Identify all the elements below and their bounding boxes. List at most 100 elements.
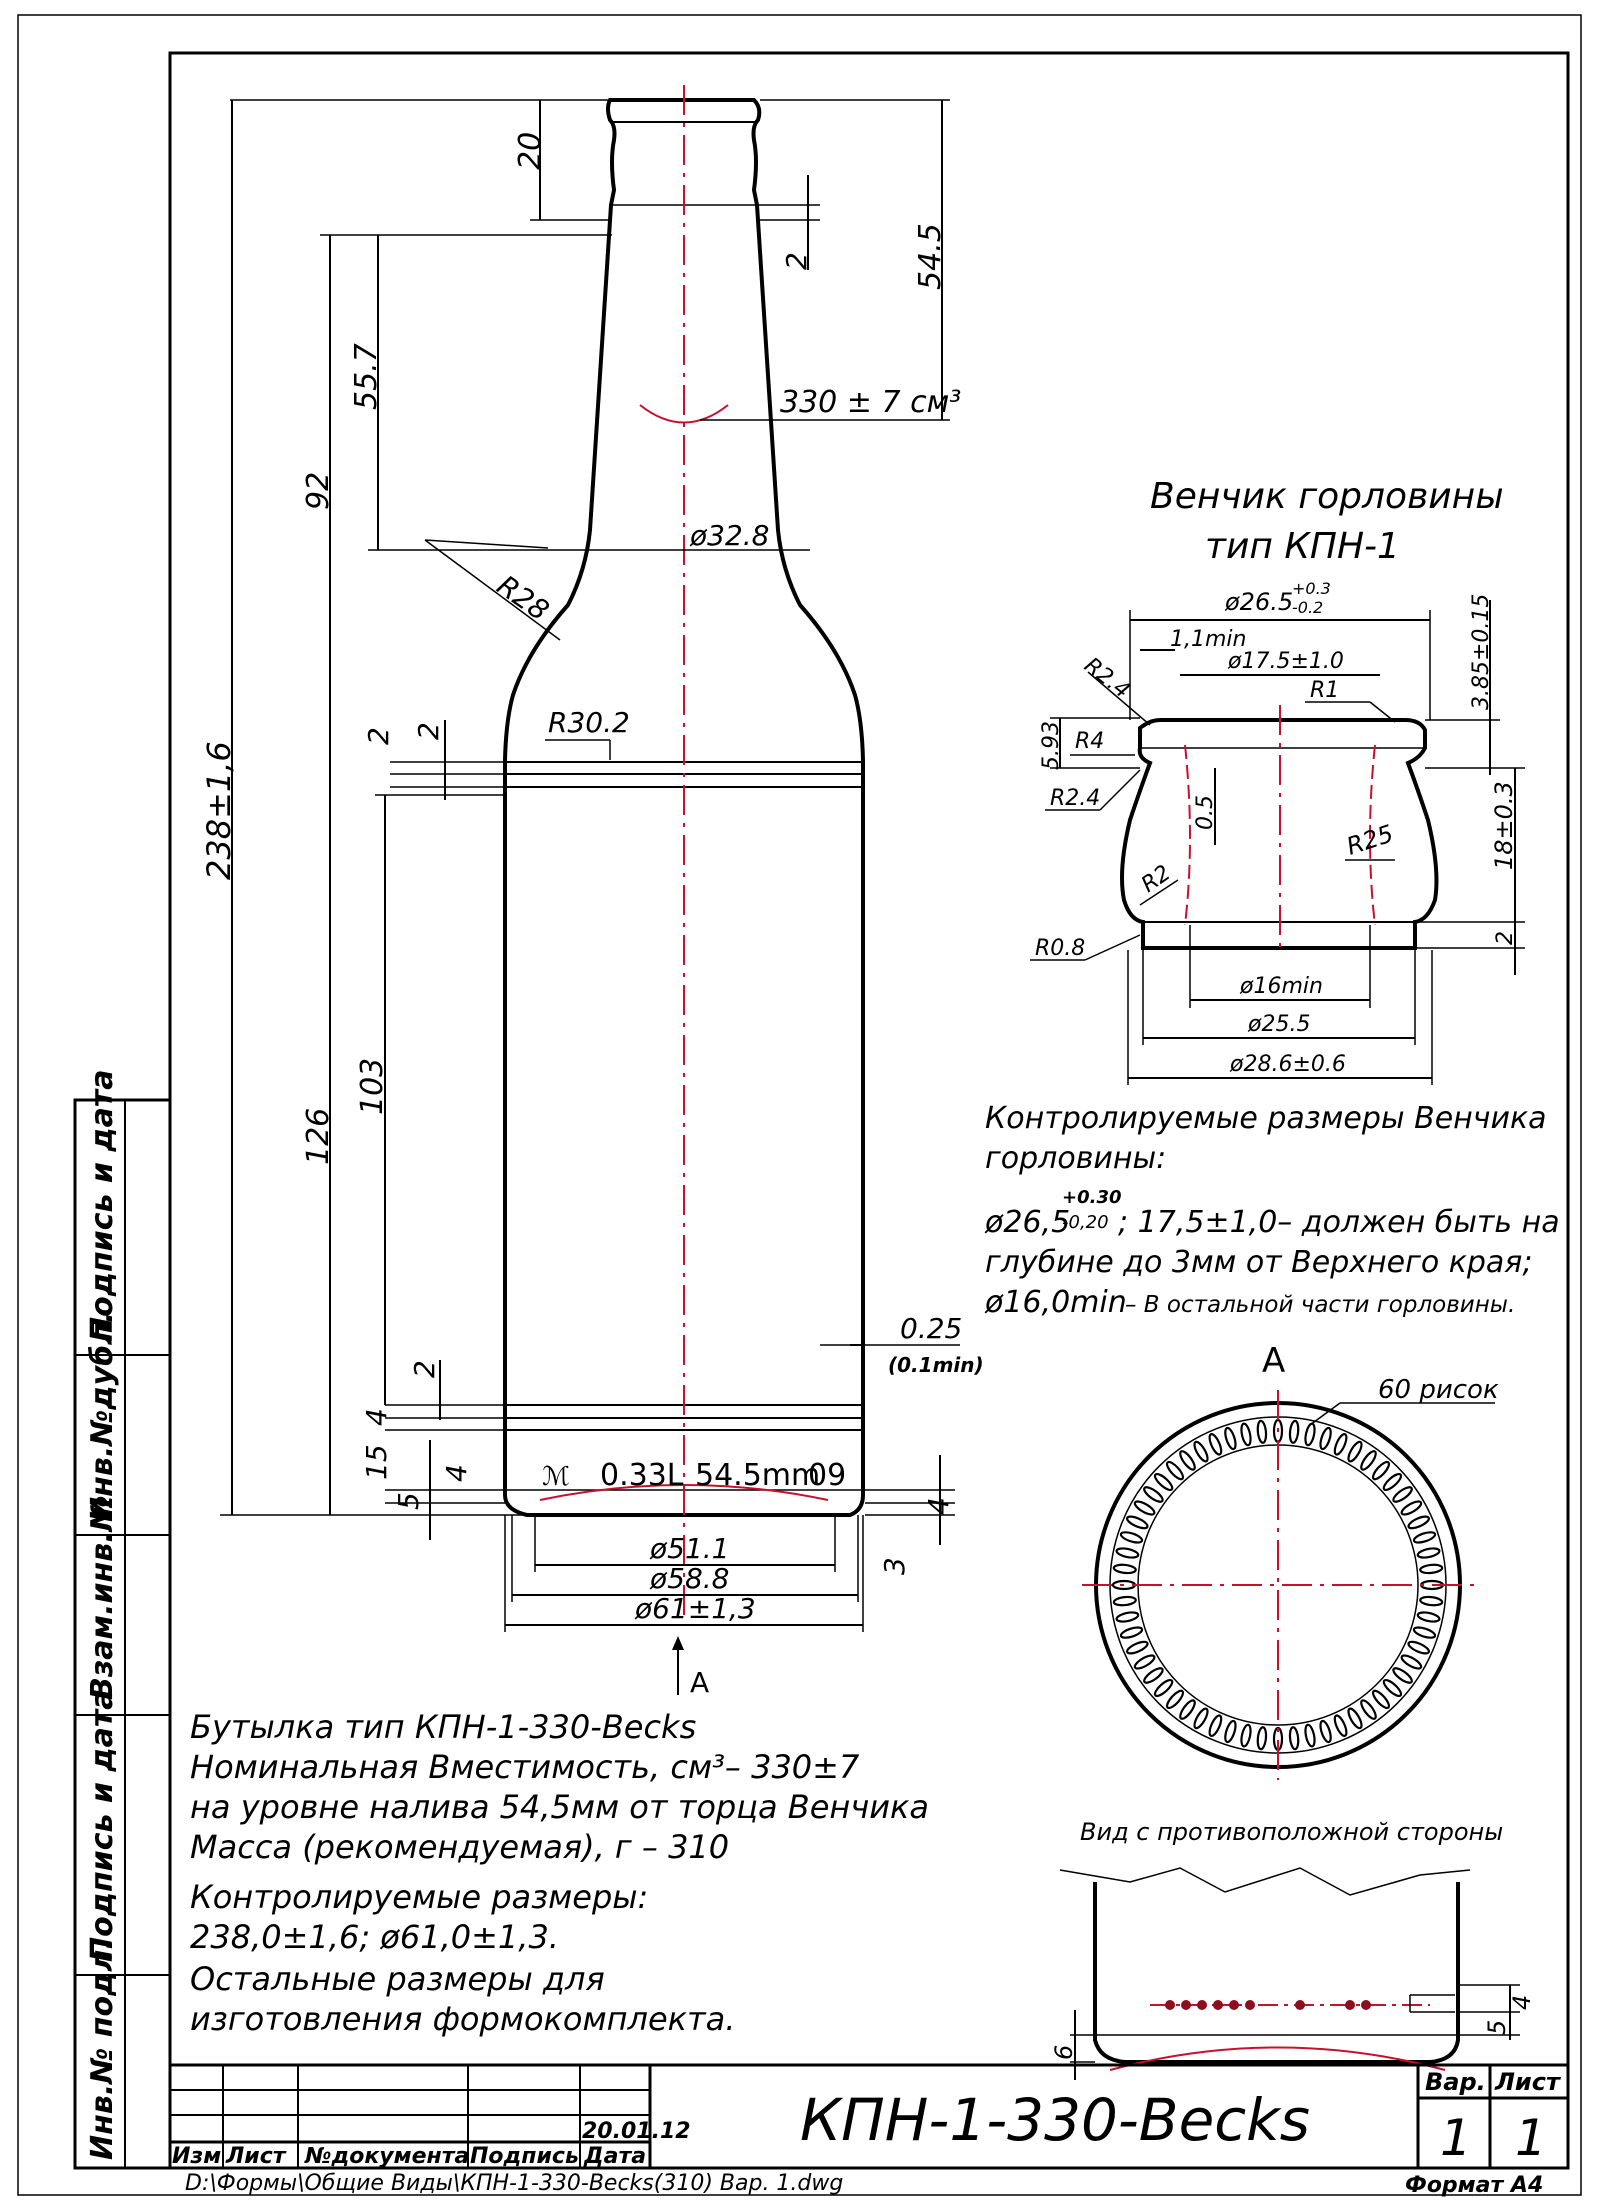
finish-type: тип КПН-1 (1205, 526, 1400, 567)
cf-line3-up: +0.30 (1062, 1187, 1122, 1208)
cf-line2: горловины: (985, 1141, 1166, 1176)
finish-dia-16: ø16min (1239, 974, 1323, 999)
stamp-sign-date-1: Подпись и дата (85, 1690, 120, 1962)
cf-line3-dn: -0,20 (1062, 1212, 1109, 1233)
notch (1143, 1486, 1164, 1503)
note-line-8: изготовления формокомплекта. (190, 2000, 735, 2038)
finish-3-85: 3.85±0.15 (1469, 594, 1494, 710)
notch (1179, 1450, 1196, 1471)
cf-line4: глубине до 3мм от Верхнего края; (985, 1245, 1532, 1280)
finish-1-1min: 1,1min (1170, 627, 1246, 652)
cf-line3a: ø26,5 (984, 1205, 1070, 1240)
finish-dia-26-5-up: +0.3 (1292, 579, 1331, 598)
notch (1400, 1500, 1423, 1516)
notch (1407, 1640, 1430, 1655)
notch (1112, 1595, 1137, 1607)
dim-92: 92 (301, 472, 336, 510)
finish-r1: R1 (1310, 678, 1339, 703)
notch (1347, 1440, 1363, 1463)
opposite-dim-4: 4 (1508, 1995, 1536, 2010)
notch (1412, 1531, 1437, 1544)
finish-dia-28-6: ø28.6±0.6 (1229, 1052, 1346, 1077)
dim-0-1min: (0.1min) (888, 1353, 984, 1377)
notch (1256, 1726, 1268, 1751)
notch (1347, 1707, 1363, 1730)
opposite-caption: Вид с противоположной стороны (1080, 1818, 1503, 1846)
opposite-dim-5: 5 (1483, 2020, 1511, 2035)
dim-top-2: 2 (780, 252, 813, 270)
dim-dia-61: ø61±1,3 (634, 1592, 756, 1625)
opposite-dim-6: 6 (1050, 2045, 1078, 2060)
view-a-label: A (690, 1666, 709, 1699)
cf-line5a: ø16,0min (984, 1285, 1127, 1320)
notch (1126, 1640, 1149, 1655)
tb-h-date: Дата (583, 2144, 646, 2169)
dim-dia-58-8: ø58.8 (649, 1562, 729, 1595)
notch (1407, 1515, 1430, 1530)
tb-h-doc: №документа (304, 2144, 469, 2169)
dim-shoulder-2a: 2 (362, 727, 395, 745)
bottle-outline (503, 98, 865, 1517)
notch (1224, 1719, 1237, 1744)
title-block: 20.01.12 Изм Лист №документа Подпись Дат… (168, 2063, 1570, 2198)
notch (1112, 1563, 1137, 1575)
finish-dia-25-5: ø25.5 (1247, 1012, 1310, 1037)
notch (1193, 1707, 1209, 1730)
notch (1412, 1626, 1437, 1639)
opposite-view: Вид с противоположной стороны 6 5 4 (1050, 1818, 1536, 2080)
side-stamp: Инв.№ подл. Подпись и дата Взам.инв.№ Ин… (73, 1070, 172, 2170)
dim-55-7: 55.7 (349, 343, 384, 410)
notch (1288, 1419, 1300, 1444)
notch (1126, 1515, 1149, 1530)
notch (1153, 1472, 1174, 1492)
dim-heel-15: 15 (360, 1444, 393, 1480)
finish-5-93: 5.93 (1039, 721, 1064, 770)
finish-r2-4-bottom: R2.4 (1050, 786, 1100, 811)
notch (1208, 1714, 1223, 1737)
notch (1240, 1422, 1252, 1447)
bottom-marking: ℳ 0.33L 54.5mm 09 (542, 1458, 846, 1493)
notch (1319, 1719, 1332, 1744)
cf-line5b: – В остальной части горловины. (1125, 1292, 1515, 1318)
notch (1360, 1450, 1377, 1471)
stamp-replace-inv: Взам.инв.№ (85, 1495, 120, 1700)
notch (1193, 1440, 1209, 1463)
dim-heel-5: 5 (392, 1492, 425, 1510)
dim-neck-height: 20 (513, 132, 548, 170)
dim-right-3: 3 (878, 1557, 911, 1575)
notch (1371, 1460, 1391, 1481)
tb-h-sheet: Лист (225, 2144, 287, 2169)
note-line-5: Контролируемые размеры: (190, 1878, 648, 1916)
notch (1115, 1611, 1140, 1623)
finish-r2: R2 (1137, 861, 1175, 898)
tb-file-path: D:\Формы\Общие Виды\КПН-1-330-Becks(310)… (185, 2171, 843, 2196)
notch (1224, 1426, 1237, 1451)
notch (1400, 1654, 1423, 1670)
dim-shoulder-2b: 2 (412, 722, 445, 740)
finish-18: 18±0.3 (1490, 781, 1518, 870)
finish-view: Венчик горловины тип КПН-1 ø26.5 +0.3 -0… (1030, 476, 1525, 1085)
note-line-3: на уровне налива 54,5мм от торца Венчика (190, 1788, 929, 1826)
stamp-sign-date-2: Подпись и дата (85, 1070, 120, 1342)
outer-border (17, 14, 1582, 2196)
notch (1153, 1678, 1174, 1698)
finish-r0-8: R0.8 (1035, 936, 1085, 961)
finish-dia-26-5: ø26.5 (1224, 588, 1293, 616)
note-line-6: 238,0±1,6; ø61,0±1,3. (190, 1918, 559, 1956)
cf-line3b: ; 17,5±1,0– должен быть на (1118, 1205, 1560, 1240)
notch (1256, 1419, 1268, 1444)
dim-dia-51-1: ø51.1 (649, 1532, 729, 1565)
marking-code: 09 (808, 1458, 846, 1493)
notch (1419, 1595, 1444, 1607)
tb-sheet-value: 1 (1515, 2109, 1547, 2167)
tb-format: Формат А4 (1405, 2173, 1543, 2198)
notch (1288, 1726, 1300, 1751)
notch (1165, 1460, 1185, 1481)
notch (1392, 1667, 1413, 1684)
dim-fill-level: 54.5 (913, 223, 948, 290)
notch-ring (1111, 1418, 1445, 1752)
notch (1371, 1689, 1391, 1710)
opposite-dots (1165, 2000, 1371, 2010)
dim-heel-2: 2 (408, 1360, 441, 1378)
view-a-bottom: A 60 рисок (1082, 1341, 1499, 1780)
